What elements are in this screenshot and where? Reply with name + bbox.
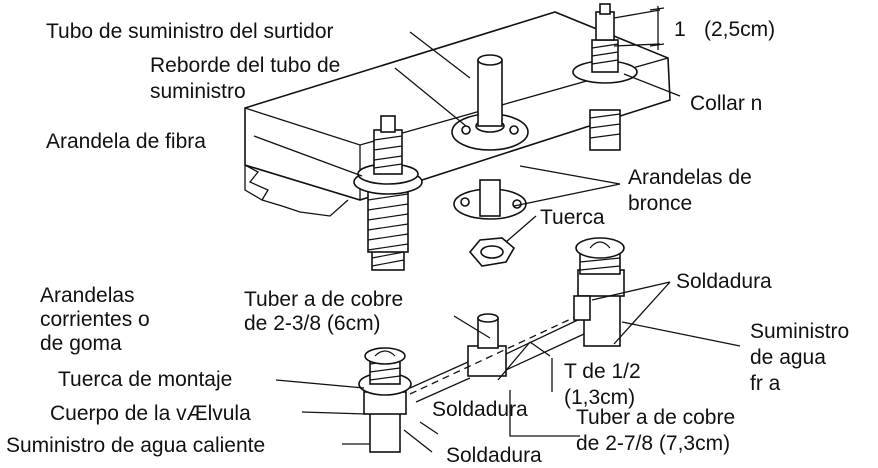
label-fiber-washer: Arandela de fibra <box>46 130 206 153</box>
label-supply-tube: Tubo de suministro del surtidor <box>46 20 334 43</box>
label-mount-nut: Tuerca de montaje <box>58 368 232 391</box>
label-washers-line2: corrientes o <box>40 308 150 331</box>
labels: Tubo de suministro del surtidor Reborde … <box>6 18 849 467</box>
label-copper-pipe-38-line2: de 2-3/8 (6cm) <box>244 312 381 335</box>
right-valve-stem-top <box>572 3 638 151</box>
label-tee-line1: T de 1/2 <box>564 360 641 383</box>
label-hot-supply: Suministro de agua caliente <box>6 434 265 457</box>
label-cold-supply-line3: fr a <box>750 372 781 395</box>
label-dimension-metric: (2,5cm) <box>704 18 775 41</box>
deck-slab <box>244 11 671 217</box>
label-copper-pipe-78-line1: Tuber a de cobre <box>576 406 735 429</box>
label-brass-washers-line2: bronce <box>628 192 692 215</box>
label-supply-flange-line2: suministro <box>150 80 246 103</box>
label-nut: Tuerca <box>540 206 605 229</box>
leader-lines <box>253 6 741 453</box>
label-brass-washers-line1: Arandelas de <box>628 166 752 189</box>
spout-tube-icon <box>451 54 529 220</box>
label-valve-body: Cuerpo de la vÆlvula <box>50 402 251 425</box>
left-valve-stem <box>353 115 423 271</box>
label-solder-mid: Soldadura <box>432 398 528 421</box>
label-copper-pipe-78-line2: de 2-7/8 (7,3cm) <box>576 432 730 455</box>
label-washers-line1: Arandelas <box>40 284 135 307</box>
label-solder-bottom: Soldadura <box>446 444 542 467</box>
label-collar: Collar n <box>690 92 762 115</box>
label-solder-top: Soldadura <box>676 270 772 293</box>
label-washers-line3: de goma <box>40 332 122 355</box>
label-supply-flange-line1: Reborde del tubo de <box>150 54 340 77</box>
label-cold-supply-line1: Suministro <box>750 320 849 343</box>
faucet-valve-icon <box>575 237 625 347</box>
label-copper-pipe-38-line1: Tuber a de cobre <box>244 288 403 311</box>
hex-nut-icon <box>468 237 516 267</box>
label-tee-line2: (1,3cm) <box>564 386 635 409</box>
left-lower-valve <box>358 347 412 453</box>
label-dimension-value: 1 <box>674 18 686 41</box>
label-cold-supply-line2: de agua <box>750 346 826 369</box>
tee-fitting-icon <box>409 295 591 403</box>
